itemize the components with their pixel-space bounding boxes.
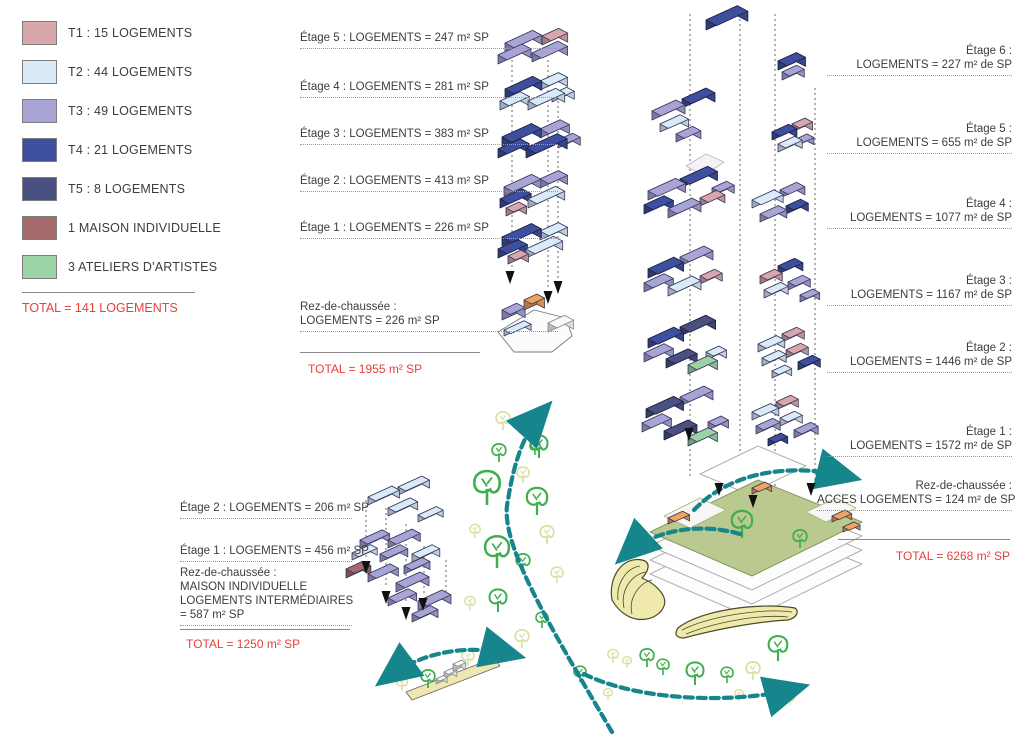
left-floor-1-label: Étage 1 : LOGEMENTS = 456 m² SP bbox=[180, 544, 369, 562]
floor-title: Étage 4 : bbox=[965, 198, 1012, 210]
legend-label: 3 ATELIERS D'ARTISTES bbox=[68, 260, 218, 274]
t4-swatch bbox=[22, 138, 57, 162]
legend-label: T3 : 49 LOGEMENTS bbox=[68, 104, 193, 118]
right-total-divider bbox=[838, 539, 1010, 540]
right-floor-4-label: Étage 4 : LOGEMENTS = 1077 m² de SP bbox=[827, 197, 1012, 229]
legend-item-t5: T5 : 8 LOGEMENTS bbox=[22, 177, 185, 201]
legend-item-ateliers: 3 ATELIERS D'ARTISTES bbox=[22, 255, 217, 279]
legend-item-t2: T2 : 44 LOGEMENTS bbox=[22, 60, 192, 84]
floor-area: LOGEMENTS = 1446 m² de SP bbox=[849, 356, 1012, 368]
legend-item-t3: T3 : 49 LOGEMENTS bbox=[22, 99, 192, 123]
t3-swatch bbox=[22, 99, 57, 123]
legend-label: T1 : 15 LOGEMENTS bbox=[68, 26, 193, 40]
left-total-divider bbox=[180, 629, 350, 630]
floor-area: LOGEMENTS = 1167 m² de SP bbox=[850, 289, 1012, 301]
right-floor-3-label: Étage 3 : LOGEMENTS = 1167 m² de SP bbox=[827, 274, 1012, 306]
right-rdc-label: Rez-de-chaussée : ACCES LOGEMENTS = 124 m… bbox=[817, 479, 1016, 511]
legend-label: T5 : 8 LOGEMENTS bbox=[68, 182, 186, 196]
floor-area: LOGEMENTS = 227 m² de SP bbox=[856, 59, 1012, 71]
rdc-line: MAISON INDIVIDUELLE bbox=[180, 581, 308, 593]
rdc-line: Rez-de-chaussée : bbox=[180, 567, 277, 579]
right-total: TOTAL = 6268 m² SP bbox=[895, 549, 1010, 563]
mid-total-divider bbox=[300, 352, 480, 353]
right-floor-2-label: Étage 2 : LOGEMENTS = 1446 m² de SP bbox=[827, 341, 1012, 373]
rdc-line: LOGEMENTS INTERMÉDIAIRES bbox=[180, 595, 354, 607]
mid-total: TOTAL = 1955 m² SP bbox=[308, 362, 423, 376]
maison-swatch bbox=[22, 216, 57, 240]
right-floor-6-label: Étage 6 : LOGEMENTS = 227 m² de SP bbox=[827, 44, 1012, 76]
mid-rdc-label: Rez-de-chaussée : LOGEMENTS = 226 m² SP bbox=[300, 300, 558, 332]
floor-area: LOGEMENTS = 1077 m² de SP bbox=[849, 212, 1012, 224]
mid-floor-1-label: Étage 1 : LOGEMENTS = 226 m² SP bbox=[300, 221, 558, 239]
rdc-area: ACCES LOGEMENTS = 124 m² de SP bbox=[817, 494, 1016, 506]
rdc-title: Rez-de-chaussée : bbox=[915, 480, 1012, 492]
mid-floor-4-label: Étage 4 : LOGEMENTS = 281 m² SP bbox=[300, 80, 558, 98]
left-total: TOTAL = 1250 m² SP bbox=[186, 637, 301, 651]
floor-title: Étage 6 : bbox=[965, 45, 1012, 57]
mid-floor-3-label: Étage 3 : LOGEMENTS = 383 m² SP bbox=[300, 127, 558, 145]
mid-floor-2-label: Étage 2 : LOGEMENTS = 413 m² SP bbox=[300, 174, 558, 192]
left-floor-2-label: Étage 2 : LOGEMENTS = 206 m² SP bbox=[180, 501, 369, 519]
mid-floor-5-label: Étage 5 : LOGEMENTS = 247 m² SP bbox=[300, 31, 558, 49]
t5-swatch bbox=[22, 177, 57, 201]
legend-divider bbox=[22, 292, 195, 293]
t2-swatch bbox=[22, 60, 57, 84]
floor-title: Étage 2 : bbox=[965, 342, 1012, 354]
floor-area: LOGEMENTS = 655 m² de SP bbox=[856, 137, 1012, 149]
rdc-line: = 587 m² SP bbox=[180, 609, 245, 621]
mid-rdc-line1: Rez-de-chaussée : bbox=[300, 301, 397, 313]
legend-item-t1: T1 : 15 LOGEMENTS bbox=[22, 21, 192, 45]
left-rdc-label: Rez-de-chaussée : MAISON INDIVIDUELLE LO… bbox=[180, 566, 354, 626]
legend-item-t4: T4 : 21 LOGEMENTS bbox=[22, 138, 192, 162]
legend-total: TOTAL = 141 LOGEMENTS bbox=[22, 301, 178, 315]
legend-label: 1 MAISON INDIVIDUELLE bbox=[68, 221, 221, 235]
right-floor-1-label: Étage 1 : LOGEMENTS = 1572 m² de SP bbox=[827, 425, 1012, 457]
legend-label: T4 : 21 LOGEMENTS bbox=[68, 143, 193, 157]
right-floor-5-label: Étage 5 : LOGEMENTS = 655 m² de SP bbox=[827, 122, 1012, 154]
floor-area: LOGEMENTS = 1572 m² de SP bbox=[849, 440, 1012, 452]
floor-title: Étage 5 : bbox=[965, 123, 1012, 135]
floor-title: Étage 1 : bbox=[965, 426, 1012, 438]
t1-swatch bbox=[22, 21, 57, 45]
ateliers-swatch bbox=[22, 255, 57, 279]
legend-item-maison: 1 MAISON INDIVIDUELLE bbox=[22, 216, 221, 240]
mid-rdc-line2: LOGEMENTS = 226 m² SP bbox=[300, 315, 440, 327]
legend-label: T2 : 44 LOGEMENTS bbox=[68, 65, 193, 79]
floor-title: Étage 3 : bbox=[965, 275, 1012, 287]
